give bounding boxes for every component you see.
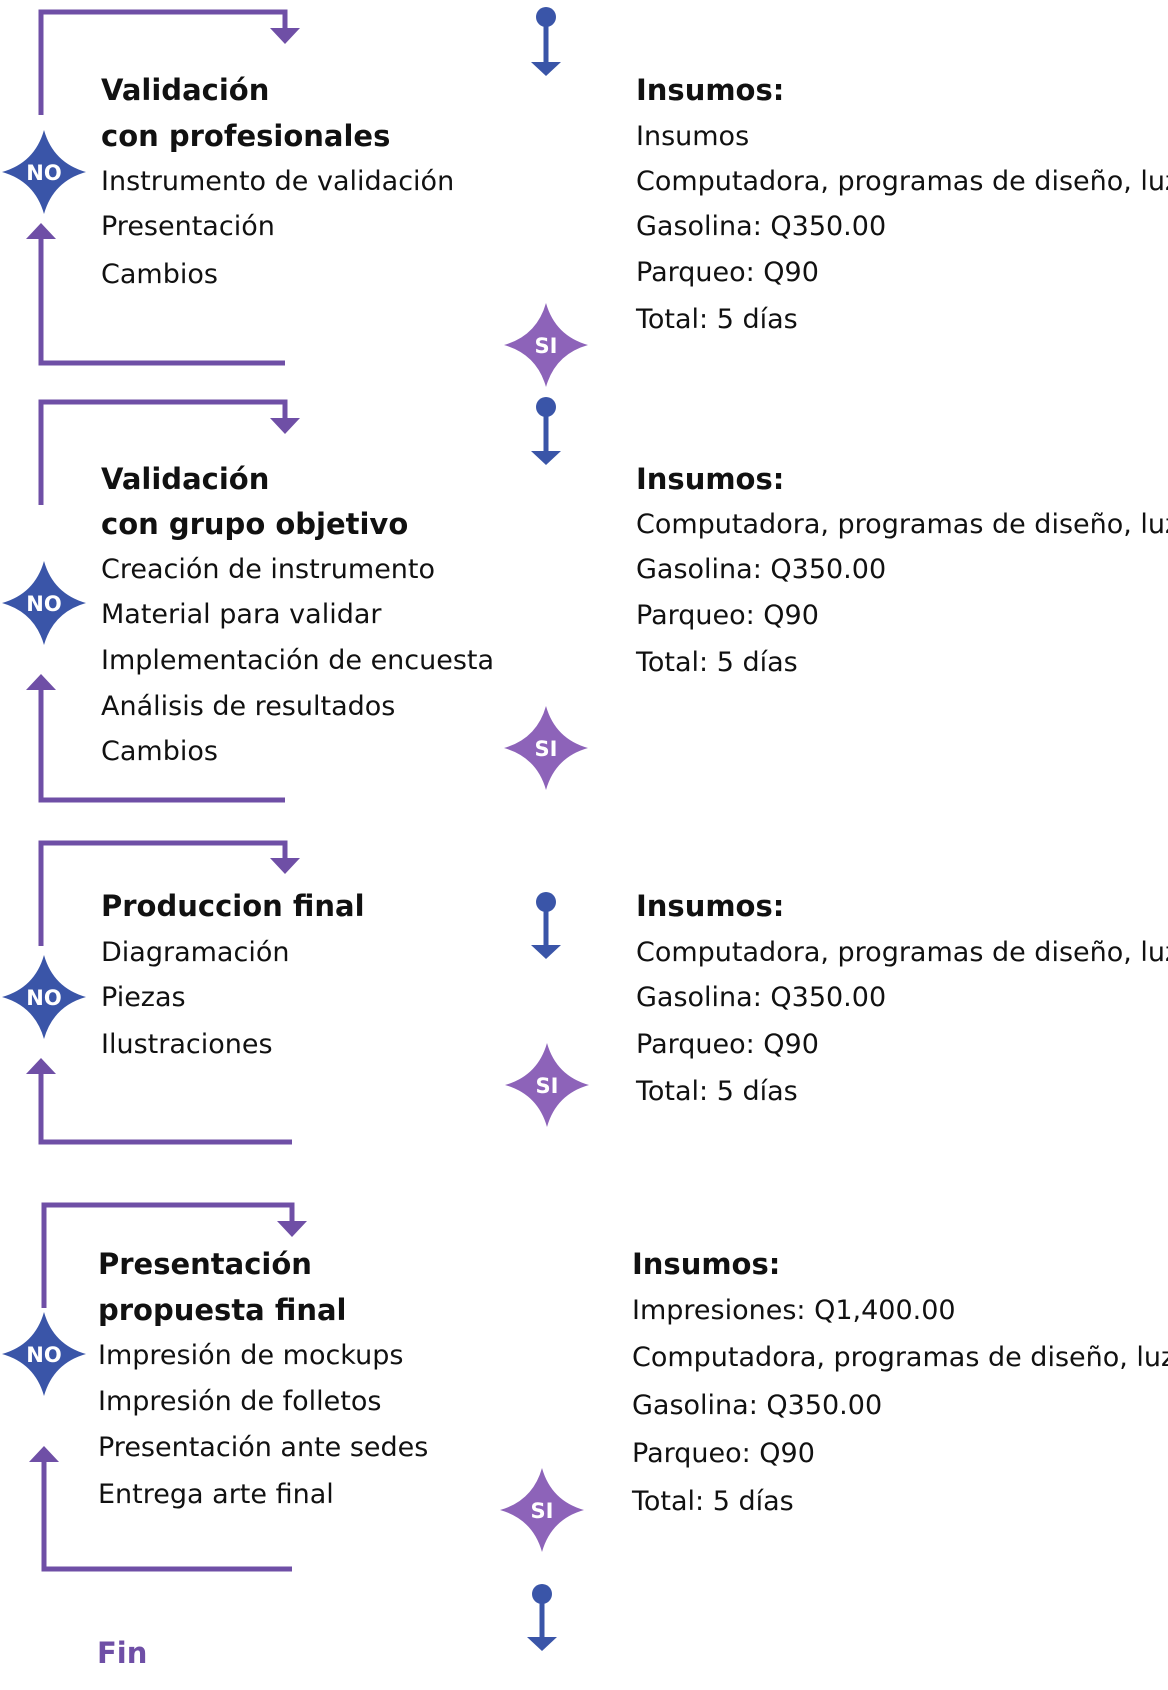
stage-4-insumo: Impresiones: Q1,400.00 [632,1295,956,1326]
no-decision-1-diamond [2,130,86,214]
loop-3-return-arrowhead [26,1058,56,1074]
loop-3-return-connector [38,1073,292,1145]
down-arrow-3-arrowhead [531,945,561,959]
stage-1-insumos-title: Insumos: [636,73,785,107]
stage-2-item: Creación de instrumento [101,554,436,585]
no-decision-3-label: NO [26,986,61,1010]
si-decision-2-diamond [504,706,588,790]
stage-3-insumo: Gasolina: Q350.00 [636,982,887,1013]
down-arrow-1-arrowhead [531,62,561,76]
stage-2-insumo: Gasolina: Q350.00 [636,554,887,585]
stage-1-item: Instrumento de validación [101,166,455,197]
no-decision-1-label: NO [26,161,61,185]
stage-1-insumo: Computadora, programas de diseño, luz. [636,166,1168,197]
loop-1-top-arrowhead [270,28,300,44]
no-decision-3-diamond [2,955,86,1039]
stage-2-title-line-1: Validación [101,462,270,496]
stage-4-item: Impresión de folletos [98,1386,382,1417]
stage-1-item: Cambios [101,259,218,290]
stage-3-insumo: Computadora, programas de diseño, luz. [636,937,1168,968]
stage-4-insumo: Parqueo: Q90 [632,1438,815,1469]
si-decision-1-diamond [504,303,588,387]
stage-3-insumos-title: Insumos: [636,889,785,923]
si-decision-4-diamond [500,1468,584,1552]
loop-4-top-connector [41,1202,295,1308]
stage-4-insumo: Computadora, programas de diseño, luz. [632,1342,1168,1373]
stage-3-title-line-1: Produccion final [101,889,365,923]
stage-4-insumo: Total: 5 días [632,1486,794,1517]
no-decision-4-label: NO [26,1343,61,1367]
loop-1-top-connector [38,9,288,115]
down-arrow-4-arrowhead [527,1637,557,1651]
stage-2-item: Implementación de encuesta [101,645,495,676]
loop-4-return-arrowhead [29,1446,59,1462]
stage-4-title-line-2: propuesta final [98,1293,347,1327]
si-decision-1-label: SI [535,334,558,358]
stage-4-item: Impresión de mockups [98,1340,404,1371]
stage-1-insumo: Parqueo: Q90 [636,257,819,288]
loop-3-top-arrowhead [270,858,300,874]
stage-4-insumos-title: Insumos: [632,1247,781,1281]
loop-2-return-arrowhead [26,674,56,690]
si-decision-4-label: SI [531,1499,554,1523]
stage-4-item: Presentación ante sedes [98,1432,429,1463]
down-arrow-2-arrowhead [531,451,561,465]
stage-3-item: Ilustraciones [101,1029,273,1060]
stage-3-insumo: Parqueo: Q90 [636,1029,819,1060]
stage-4-insumo: Gasolina: Q350.00 [632,1390,883,1421]
stage-1-insumo: Gasolina: Q350.00 [636,211,887,242]
no-decision-2-diamond [2,561,86,645]
loop-2-top-arrowhead [270,418,300,434]
stage-1-title-line-1: Validación [101,73,270,107]
fin-label: Fin [97,1636,148,1670]
loop-3-top-connector [38,840,288,946]
stage-2-insumos-title: Insumos: [636,462,785,496]
no-decision-4-diamond [2,1312,86,1396]
stage-3-insumo: Total: 5 días [636,1076,798,1107]
loop-1-return-connector [38,238,285,366]
si-decision-3-diamond [505,1043,589,1127]
stage-2-item: Cambios [101,736,218,767]
stage-4-title-line-1: Presentación [98,1247,312,1281]
stage-1-title-line-2: con profesionales [101,119,391,153]
si-decision-3-label: SI [536,1074,559,1098]
loop-1-return-arrowhead [26,223,56,239]
stage-2-item: Material para validar [101,599,382,630]
stage-1-insumo: Insumos [636,121,750,152]
loop-2-top-connector [38,399,288,505]
stage-2-insumo: Computadora, programas de diseño, luz. [636,509,1168,540]
stage-3-item: Piezas [101,982,186,1013]
stage-2-title-line-2: con grupo objetivo [101,507,409,541]
loop-4-return-connector [41,1462,292,1572]
loop-4-top-arrowhead [277,1221,307,1237]
stage-1-insumo: Total: 5 días [636,304,798,335]
stage-3-item: Diagramación [101,937,290,968]
stage-2-insumo: Total: 5 días [636,647,798,678]
si-decision-2-label: SI [535,737,558,761]
no-decision-2-label: NO [26,592,61,616]
stage-2-item: Análisis de resultados [101,691,396,722]
stage-1-item: Presentación [101,211,275,242]
stage-2-insumo: Parqueo: Q90 [636,600,819,631]
stage-4-item: Entrega arte final [98,1479,334,1510]
loop-2-return-connector [38,690,285,803]
